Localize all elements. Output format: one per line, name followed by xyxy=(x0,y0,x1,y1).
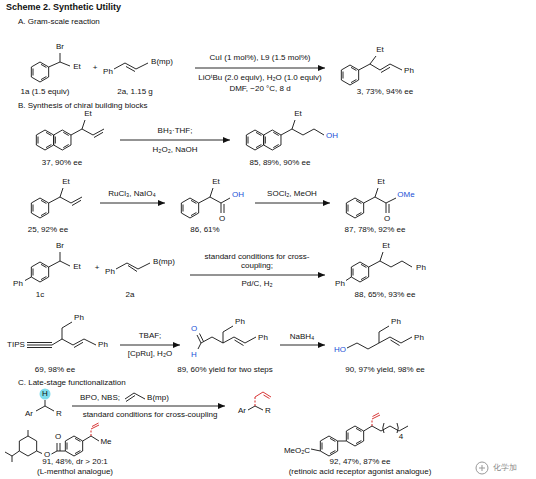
atom-label: TIPS xyxy=(7,341,25,350)
atom-label: Et xyxy=(84,110,92,119)
reagent-text: H₂O₂, NaOH xyxy=(153,146,198,155)
compound-label: 2a, 1.15 g xyxy=(117,88,153,97)
atom-label: Me xyxy=(100,438,111,447)
atom-label: Ph xyxy=(335,280,345,289)
compound-label: 1c xyxy=(36,291,44,300)
atom-label: 4 xyxy=(399,433,403,442)
reagent-text: CuI (1 mol%), L9 (1.5 mol%) xyxy=(210,54,311,63)
atom-label: R xyxy=(265,407,271,416)
atom-label: + xyxy=(93,64,98,73)
atom-label: MeO₂C xyxy=(284,447,310,456)
reaction-arrows xyxy=(72,68,330,406)
atom-label: Et xyxy=(73,263,81,272)
reagent-text: TBAF; xyxy=(139,332,162,341)
atom-label: Et xyxy=(73,63,81,72)
compound-label: 1a (1.5 equiv) xyxy=(21,88,70,97)
atom-label: Et xyxy=(294,110,302,119)
benzene-rings xyxy=(19,62,368,456)
watermark: 化学加 xyxy=(493,464,517,473)
atom-label: Et xyxy=(382,242,390,251)
atom-label: B(mp) xyxy=(151,58,173,67)
atom-label: OMe xyxy=(397,191,414,200)
scheme-title: Scheme 2. Synthetic Utility xyxy=(6,3,121,13)
compound-label: 2a xyxy=(126,291,135,300)
atom-label: Ph xyxy=(258,334,268,343)
atom-label: Et xyxy=(376,46,384,55)
atom-label: Ph xyxy=(414,334,424,343)
atom-label: H xyxy=(191,351,197,360)
reagent-text: LiOᵗBu (2.0 equiv), H₂O (1.0 equiv) xyxy=(198,74,322,83)
watermark-icon xyxy=(476,462,488,474)
compound-label: (retinoic acid receptor agonist analogue… xyxy=(289,468,432,477)
atom-label: Ph xyxy=(416,264,426,273)
compound-label: 91, 48%, dr > 20:1 xyxy=(42,458,108,467)
section-heading: B. Synthesis of chiral building blocks xyxy=(18,102,147,111)
atom-label: OH xyxy=(326,132,338,141)
reagent-text: [CpRu], H₂O xyxy=(128,350,172,359)
compound-label: 88, 65%, 93% ee xyxy=(355,291,416,300)
atom-label: Ph xyxy=(13,280,23,289)
reagent-text: DMF, −20 °C, 8 d xyxy=(229,85,290,94)
compound-label: 92, 47%, 87% ee xyxy=(330,458,391,467)
atom-label: O xyxy=(384,215,390,224)
atom-label: B(mp) xyxy=(153,258,175,267)
compound-label: 90, 97% yield, 98% ee xyxy=(345,366,425,375)
atom-label: H xyxy=(42,390,48,399)
atom-label: Et xyxy=(377,178,385,187)
atom-label: Br xyxy=(56,43,64,52)
reagent-text: SOCl₂, MeOH xyxy=(267,190,317,199)
compound-label: 25, 92% ee xyxy=(28,226,68,235)
compound-label: 87, 78%, 92% ee xyxy=(345,226,406,235)
atom-label: Et xyxy=(212,178,220,187)
compound-label: 69, 98% ee xyxy=(35,366,75,375)
compound-label: 37, 90% ee xyxy=(42,159,82,168)
atom-label: O xyxy=(219,215,225,224)
atom-label: OH xyxy=(232,191,244,200)
compound-label: 85, 89%, 90% ee xyxy=(250,159,311,168)
atom-label: Ar xyxy=(238,407,246,416)
reagent-text: standard conditions for cross-coupling xyxy=(83,411,218,420)
atom-label: + xyxy=(95,264,100,273)
atom-label: B(mp) xyxy=(147,394,169,403)
atom-label: Ph xyxy=(235,318,245,327)
section-heading: C. Late-stage functionalization xyxy=(18,379,126,388)
reagent-text: BH₃·THF; xyxy=(158,127,193,136)
atom-label: O xyxy=(191,325,197,334)
highlight-h xyxy=(40,389,51,400)
atom-label: Ph xyxy=(98,341,108,350)
atom-label: Ph xyxy=(391,318,401,327)
compound-label: (L-menthol analogue) xyxy=(37,468,113,477)
compound-label: 89, 60% yield for two steps xyxy=(177,366,273,375)
reagent-text: Pd/C, H₂ xyxy=(241,280,272,289)
reagent-text: NaBH₄ xyxy=(290,333,315,342)
compound-label: 86, 61% xyxy=(190,226,219,235)
atom-label: HO xyxy=(334,346,346,355)
atom-label: R xyxy=(56,410,62,419)
compound-label: 3, 73%, 94% ee xyxy=(357,88,413,97)
atom-label: Et xyxy=(62,178,70,187)
atom-label: Br xyxy=(56,242,64,251)
reagent-text: RuCl₃, NaIO₄ xyxy=(108,190,155,199)
atom-label: Ar xyxy=(25,410,33,419)
reagent-text: BPO, NBS; xyxy=(80,394,120,403)
bonds xyxy=(5,53,412,462)
atom-label: Ph xyxy=(103,68,113,77)
atom-label: O xyxy=(55,433,61,442)
section-heading: A. Gram-scale reaction xyxy=(18,18,100,27)
reagent-text: standard conditions for cross-coupling; xyxy=(192,253,322,271)
atom-label: Ph xyxy=(404,67,414,76)
atom-label: Ph xyxy=(105,268,115,277)
atom-label: Ph xyxy=(74,314,84,323)
